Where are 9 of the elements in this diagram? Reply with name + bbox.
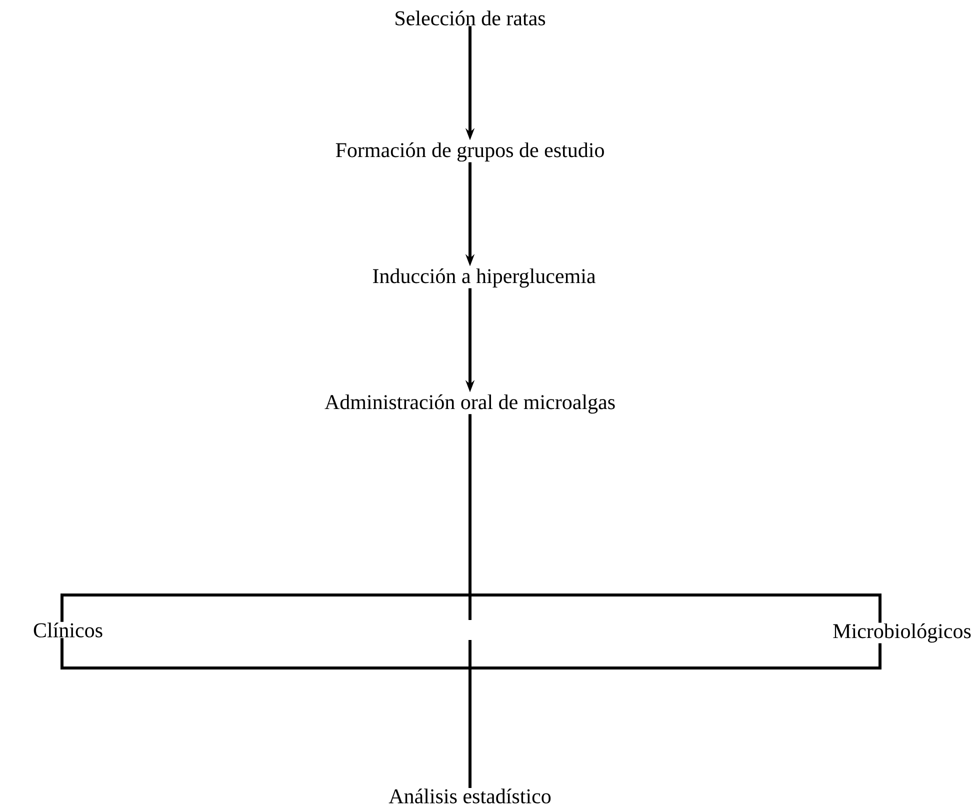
step-label: Formación de grupos de estudio — [336, 142, 604, 162]
connector — [468, 414, 882, 623]
step-label: Administración oral de microalgas — [324, 394, 615, 414]
connector — [468, 643, 882, 788]
step-label: Inducción a hiperglucemia — [373, 268, 596, 288]
step-label: Selección de ratas — [396, 10, 546, 26]
step-label: Análisis estadístico — [388, 788, 551, 804]
step-label: Microbiológicos — [833, 623, 971, 643]
step-label: Clínicos — [34, 622, 102, 638]
